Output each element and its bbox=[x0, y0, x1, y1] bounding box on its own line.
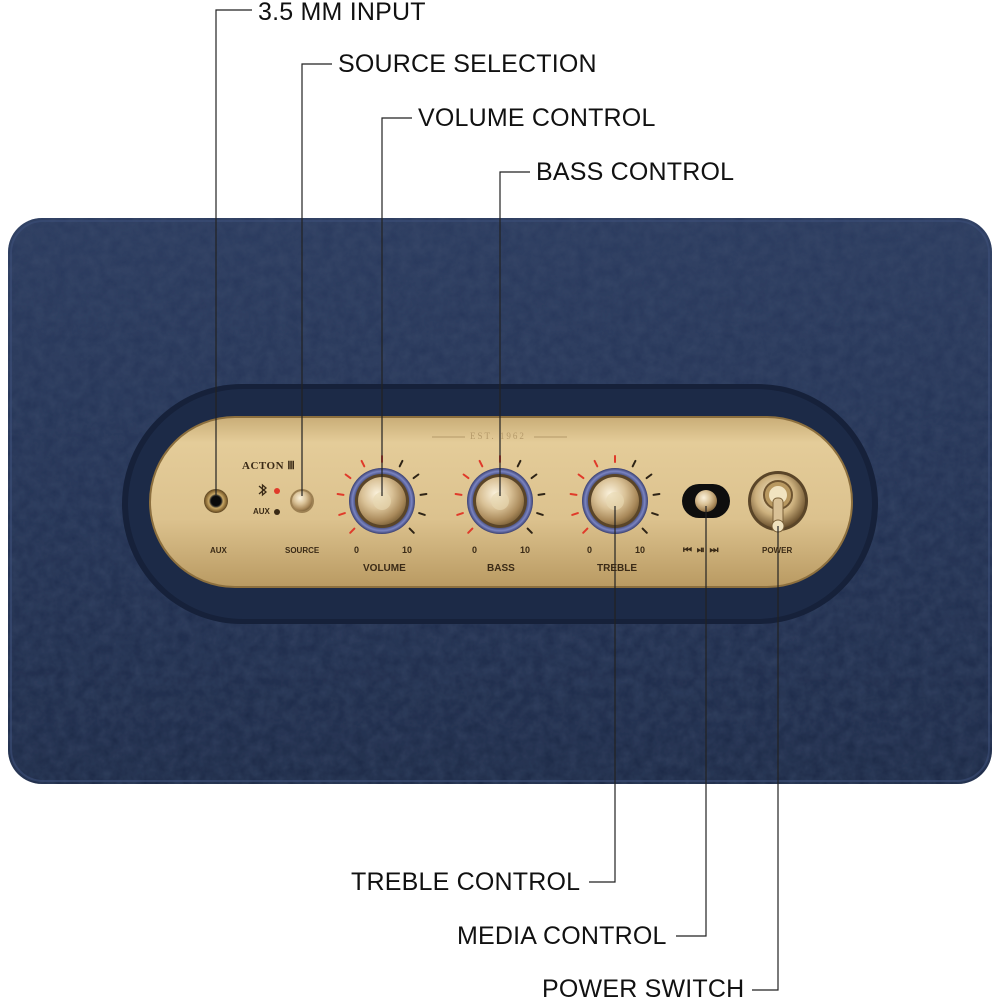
scale-tick bbox=[456, 512, 464, 516]
aux-indicator-label: AUX bbox=[253, 507, 270, 516]
brand-model-text: ACTON Ⅲ bbox=[242, 460, 296, 472]
bass-scale-min: 0 bbox=[472, 545, 478, 555]
media-symbols-label: ⏮ ⏯ ⏭ bbox=[683, 545, 720, 556]
treble-scale-ticks bbox=[569, 455, 661, 534]
power-leader bbox=[752, 526, 779, 991]
scale-tick bbox=[652, 493, 661, 496]
bass-scale-ticks bbox=[454, 455, 546, 534]
scale-tick bbox=[516, 459, 522, 468]
scale-tick bbox=[571, 512, 579, 516]
treble-callout-label: TREBLE CONTROL bbox=[351, 868, 581, 896]
scale-tick bbox=[577, 473, 585, 480]
scale-tick bbox=[338, 512, 346, 516]
volume-callout-label: VOLUME CONTROL bbox=[418, 104, 656, 132]
bass-knob[interactable] bbox=[467, 468, 533, 534]
scale-tick bbox=[398, 459, 404, 468]
bluetooth-led bbox=[274, 488, 280, 494]
volume-label: VOLUME bbox=[363, 563, 406, 574]
volume-leader bbox=[381, 117, 412, 496]
treble-leader bbox=[589, 506, 616, 883]
bass-callout-label: BASS CONTROL bbox=[536, 158, 735, 186]
scale-tick bbox=[645, 473, 653, 480]
volume-scale-max: 10 bbox=[402, 545, 413, 555]
scale-tick bbox=[336, 493, 345, 496]
scale-tick bbox=[651, 512, 659, 516]
treble-knob[interactable] bbox=[582, 468, 648, 534]
treble-scale-min: 0 bbox=[587, 545, 593, 555]
scale-tick bbox=[593, 459, 599, 468]
scale-tick bbox=[418, 512, 426, 516]
scale-tick bbox=[349, 527, 356, 534]
scale-tick bbox=[582, 527, 589, 534]
scale-tick bbox=[537, 493, 546, 496]
est-year-text: EST. 1962 bbox=[470, 431, 526, 441]
aux-jack-label: AUX bbox=[210, 546, 227, 555]
treble-scale-max: 10 bbox=[635, 545, 646, 555]
scale-tick bbox=[344, 473, 352, 480]
scale-tick bbox=[569, 493, 578, 496]
scale-tick bbox=[631, 459, 637, 468]
power-switch[interactable] bbox=[748, 471, 808, 533]
scale-tick bbox=[467, 527, 474, 534]
source-callout-label: SOURCE SELECTION bbox=[338, 50, 597, 78]
bass-scale-max: 10 bbox=[520, 545, 531, 555]
media-control-switch[interactable] bbox=[682, 484, 730, 518]
scale-tick bbox=[536, 512, 544, 516]
aux-led bbox=[274, 509, 280, 515]
scale-tick bbox=[478, 459, 484, 468]
media-callout-label: MEDIA CONTROL bbox=[457, 922, 667, 950]
power-label: POWER bbox=[762, 546, 793, 555]
scale-tick bbox=[526, 527, 533, 534]
bass-label: BASS bbox=[487, 563, 515, 574]
aux-input-jack[interactable] bbox=[204, 489, 228, 513]
scale-tick bbox=[360, 459, 366, 468]
source-leader bbox=[301, 63, 332, 496]
scale-tick bbox=[412, 473, 420, 480]
scale-tick bbox=[454, 493, 463, 496]
treble-label: TREBLE bbox=[597, 563, 637, 574]
callout-leader-lines bbox=[215, 9, 779, 991]
power-callout-label: POWER SWITCH bbox=[542, 975, 745, 1003]
scale-tick bbox=[530, 473, 538, 480]
input-callout-label: 3.5 MM INPUT bbox=[258, 0, 426, 26]
media-leader bbox=[676, 506, 707, 937]
scale-tick bbox=[419, 493, 428, 496]
volume-knob[interactable] bbox=[349, 468, 415, 534]
scale-tick bbox=[641, 527, 648, 534]
source-button[interactable] bbox=[290, 489, 314, 513]
input-leader bbox=[215, 9, 252, 496]
bluetooth-icon bbox=[258, 483, 267, 497]
source-label: SOURCE bbox=[285, 546, 320, 555]
scale-tick bbox=[408, 527, 415, 534]
bass-leader bbox=[499, 171, 530, 496]
scale-tick bbox=[462, 473, 470, 480]
volume-scale-min: 0 bbox=[354, 545, 360, 555]
